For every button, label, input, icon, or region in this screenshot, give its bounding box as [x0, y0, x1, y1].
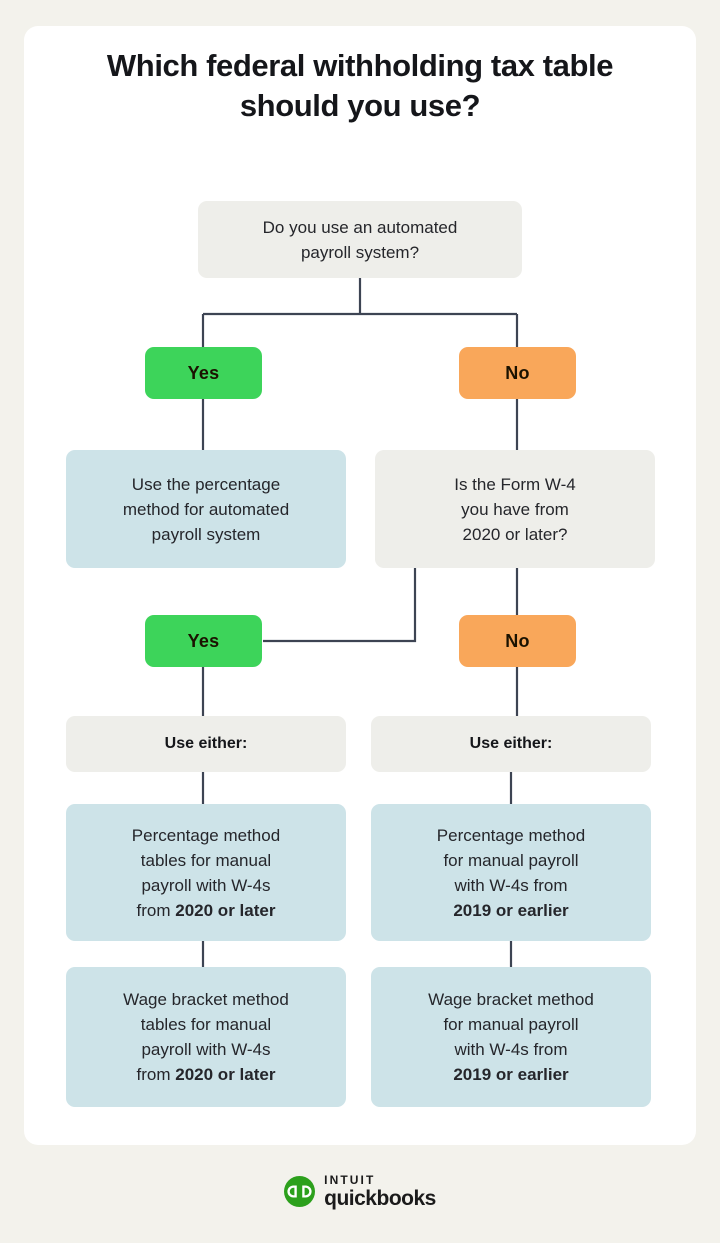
- brand-intuit-text: INTUIT: [324, 1173, 376, 1187]
- label-use-either-left: Use either:: [66, 716, 346, 772]
- result-percentage-tables-2020-line3: payroll with W-4s: [141, 875, 271, 895]
- result-percentage-tables-2020-line2: tables for manual: [140, 850, 272, 870]
- result-wage-bracket-manual-2019-line1: Wage bracket method: [428, 990, 594, 1009]
- result-percentage-manual-2019-line1: Percentage method: [436, 825, 586, 845]
- result-wage-bracket-tables-2020-line1: Wage bracket method: [123, 990, 289, 1009]
- result-percentage-tables-2020-line1: Percentage method: [131, 825, 281, 845]
- label-use-either-right: Use either:: [371, 716, 651, 772]
- question-form-w4-year-line1: Is the Form W-4: [454, 474, 576, 494]
- result-percentage-tables-2020: Percentage method tables for manual payr…: [66, 804, 346, 941]
- result-wage-bracket-tables-2020-line2: tables for manual: [140, 1015, 272, 1034]
- answer-pill-no-2[interactable]: No: [459, 615, 576, 667]
- result-percentage-tables-2020-line4-emphasis: 2020 or later: [175, 900, 276, 920]
- question-automated-payroll-line1: Do you use an automated: [262, 217, 458, 237]
- result-wage-bracket-manual-2019-line4: 2019 or earlier: [453, 1065, 569, 1084]
- result-wage-bracket-tables-2020-line3: payroll with W-4s: [141, 1040, 271, 1059]
- question-automated-payroll-line2: payroll system?: [300, 242, 420, 262]
- result-percentage-manual-2019-line2: for manual payroll: [443, 850, 579, 870]
- result-percentage-automated-line3: payroll system: [151, 524, 261, 544]
- question-form-w4-year-line2: you have from: [461, 499, 569, 519]
- result-wage-bracket-manual-2019-line3: with W-4s from: [454, 1040, 568, 1059]
- result-percentage-manual-2019-line4: 2019 or earlier: [453, 900, 569, 920]
- result-wage-bracket-manual-2019: Wage bracket method for manual payroll w…: [371, 967, 651, 1107]
- quickbooks-logo-icon: [284, 1176, 316, 1207]
- result-wage-bracket-tables-2020-line4: from 2020 or later: [80, 1062, 332, 1087]
- result-percentage-automated-line1: Use the percentage: [131, 474, 281, 494]
- footer-brand-logo: INTUIT quickbooks: [0, 1174, 720, 1209]
- result-wage-bracket-tables-2020-line4-emphasis: 2020 or later: [175, 1065, 276, 1084]
- result-percentage-tables-2020-line4-prefix: from: [136, 900, 176, 920]
- label-use-either-left-text: Use either:: [164, 735, 248, 752]
- question-automated-payroll: Do you use an automated payroll system?: [198, 201, 522, 278]
- answer-pill-yes-1[interactable]: Yes: [145, 347, 262, 399]
- result-wage-bracket-tables-2020: Wage bracket method tables for manual pa…: [66, 967, 346, 1107]
- answer-pill-no-1[interactable]: No: [459, 347, 576, 399]
- result-percentage-automated: Use the percentage method for automated …: [66, 450, 346, 568]
- answer-pill-yes-2[interactable]: Yes: [145, 615, 262, 667]
- result-percentage-tables-2020-line4: from 2020 or later: [80, 898, 332, 923]
- result-percentage-automated-line2: method for automated: [122, 499, 290, 519]
- result-percentage-manual-2019: Percentage method for manual payroll wit…: [371, 804, 651, 941]
- page-title: Which federal withholding tax table shou…: [106, 48, 614, 123]
- brand-quickbooks-text: quickbooks: [324, 1187, 436, 1210]
- question-form-w4-year: Is the Form W-4 you have from 2020 or la…: [375, 450, 655, 568]
- label-use-either-right-text: Use either:: [469, 735, 553, 752]
- brand-wordmark: INTUIT quickbooks: [324, 1174, 436, 1209]
- result-wage-bracket-manual-2019-line2: for manual payroll: [443, 1015, 579, 1034]
- result-percentage-manual-2019-line3: with W-4s from: [454, 875, 568, 895]
- question-form-w4-year-line3: 2020 or later?: [462, 524, 568, 544]
- result-wage-bracket-tables-2020-line4-prefix: from: [136, 1065, 176, 1084]
